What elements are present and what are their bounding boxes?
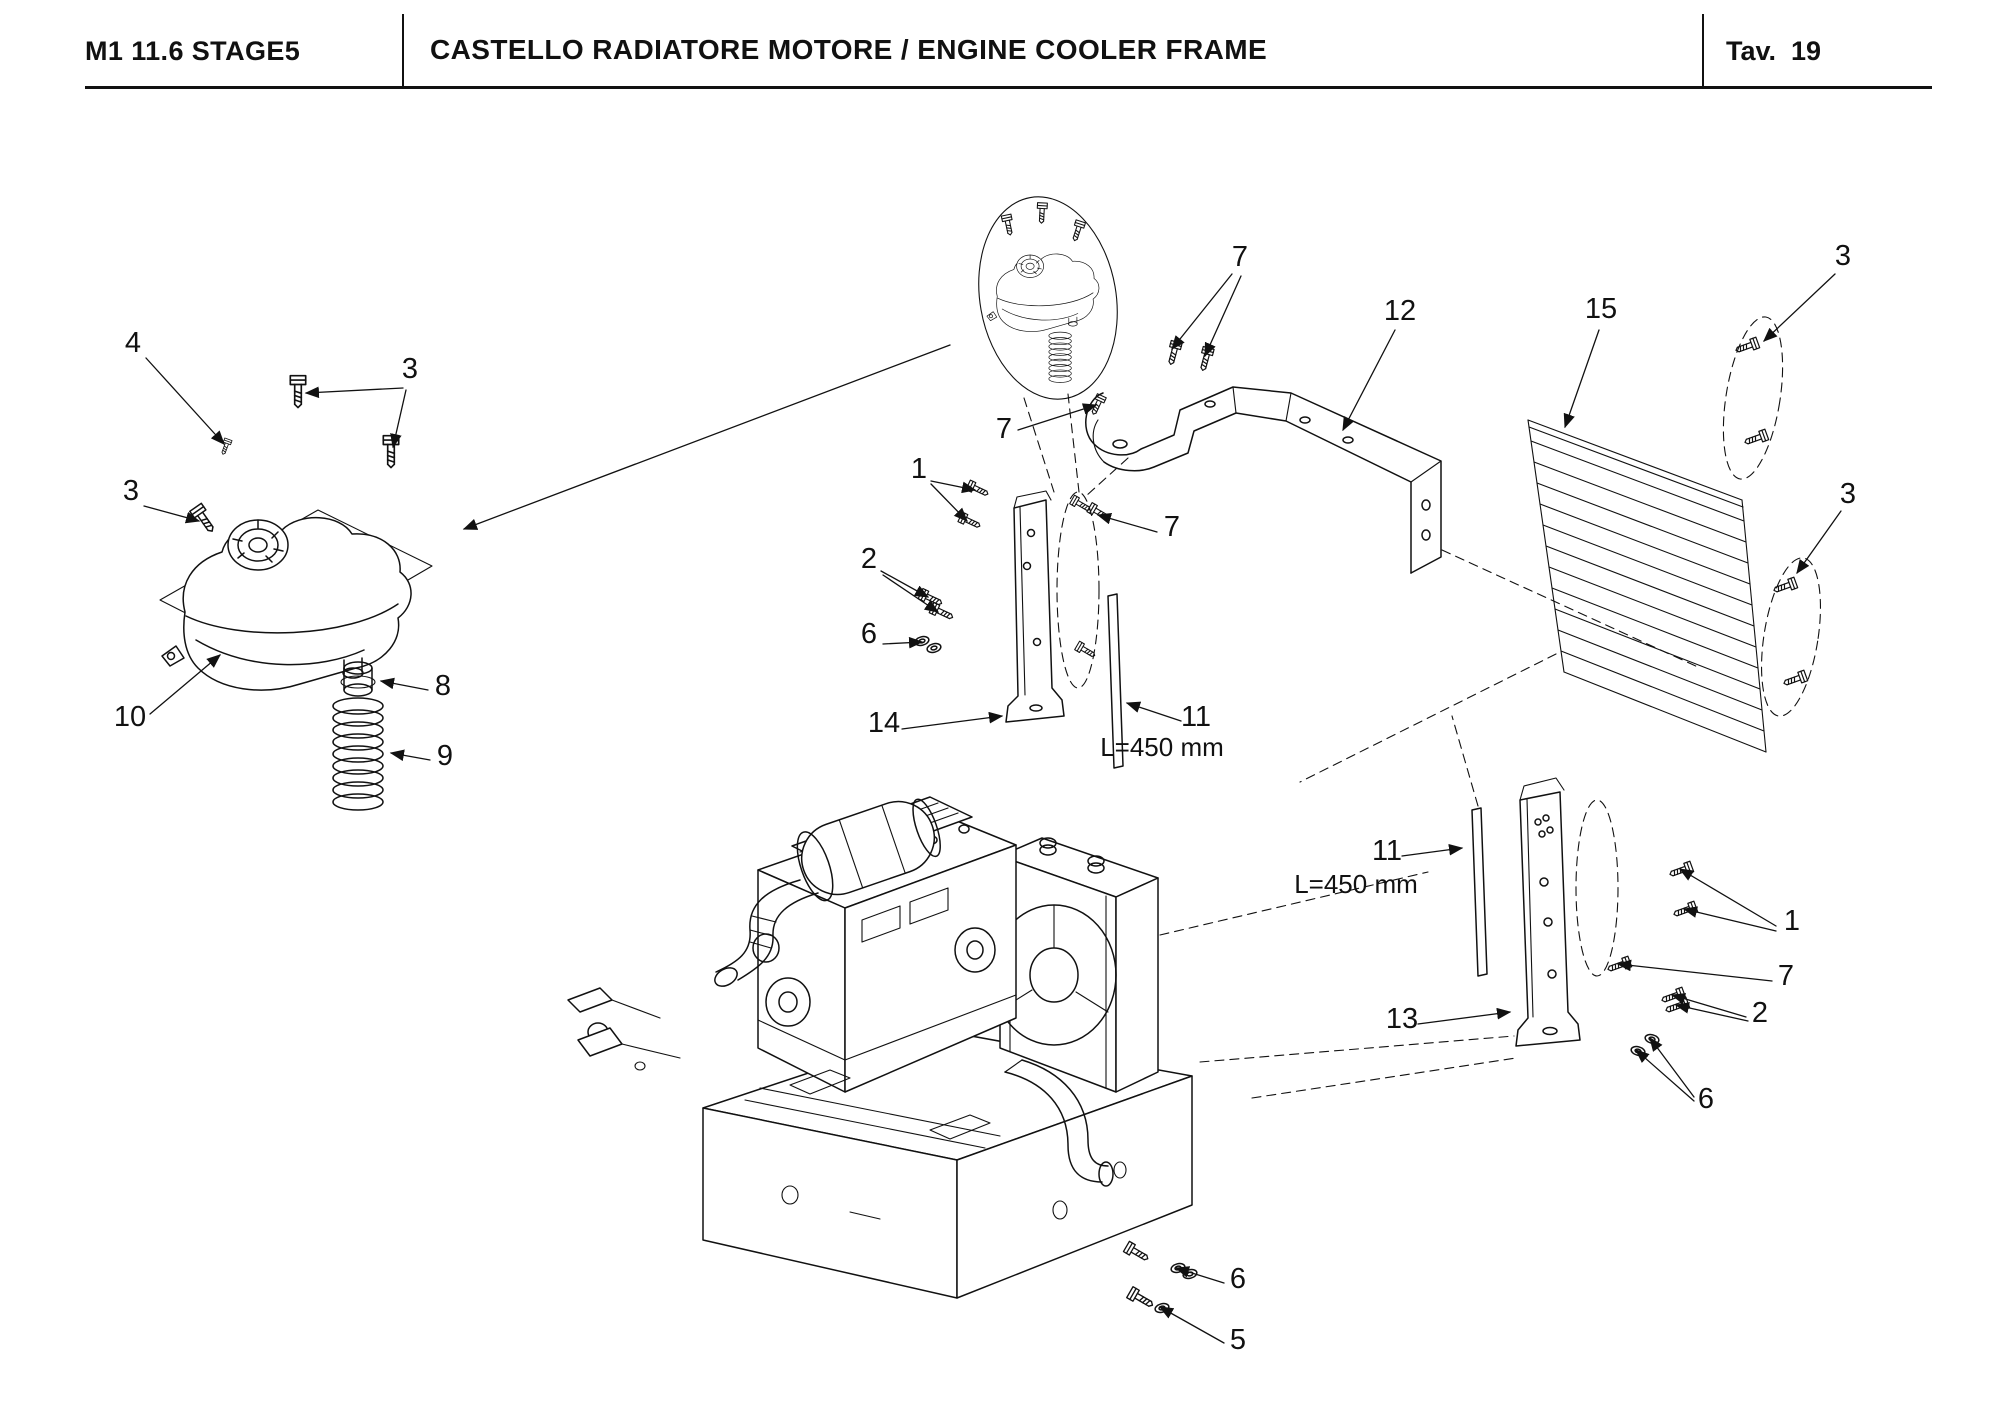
rod-length-annotation-right: L=450 mm: [1294, 869, 1418, 899]
header-rule: [85, 86, 1932, 89]
callout-11a: 11: [1181, 701, 1211, 733]
construction-lines: [1023, 393, 1701, 1099]
header-divider-right: [1702, 14, 1704, 88]
callout-1b: 1: [1784, 905, 1800, 937]
expansion-tank-mini: [986, 253, 1100, 332]
callout-6c: 6: [1230, 1263, 1246, 1295]
callout-11b: 11: [1372, 835, 1402, 867]
callout-4: 4: [125, 327, 141, 359]
detail-reference-arrow: [462, 344, 951, 530]
callout-1a: 1: [911, 453, 927, 485]
bracket-13: [1515, 777, 1699, 1058]
callout-labels: 4 3 3 10 8 9 7 7 12 15 3 3 1 7 2 6 14 11…: [114, 240, 1856, 1356]
callout-5: 5: [1230, 1324, 1246, 1356]
callout-14: 14: [868, 707, 900, 739]
bolt-7b: [1196, 345, 1215, 373]
callout-9: 9: [437, 740, 453, 772]
bolt-3b: [382, 434, 400, 469]
washer-6b: [925, 641, 943, 655]
screw-2d: [1663, 996, 1691, 1017]
callout-7a: 7: [996, 413, 1012, 445]
callout-7c: 7: [1164, 511, 1180, 543]
inset-detail-bubble: [462, 196, 1118, 530]
callout-10: 10: [114, 701, 146, 733]
rod-length-annotation-left: L=450 mm: [1100, 732, 1224, 762]
bottom-fasteners: [1122, 1240, 1199, 1315]
callout-3b: 3: [123, 475, 139, 507]
screw-2b: [928, 601, 956, 624]
bracket-12: [1085, 339, 1442, 574]
tie-rod-11-left: [1107, 593, 1124, 769]
fastener-group-3-upper: [1722, 316, 1784, 480]
callout-8: 8: [435, 670, 451, 702]
bolt-1d: [1671, 900, 1699, 921]
bolt-3a: [289, 374, 307, 409]
table-number: Tav. 19: [1726, 36, 1822, 66]
leader-lines: [143, 273, 1842, 1344]
spring-9: [332, 697, 384, 811]
header-divider-left: [402, 14, 404, 88]
washer-6a: [913, 634, 931, 648]
cooler-fin-panel-15: [1527, 419, 1767, 753]
detail-ellipse: [978, 196, 1118, 400]
engine-assembly: [567, 796, 1193, 1299]
callout-2a: 2: [861, 543, 877, 575]
expansion-tank: [161, 516, 412, 691]
callout-15: 15: [1585, 293, 1617, 325]
screw-2c: [1659, 986, 1687, 1007]
washer-6c: [1643, 1032, 1661, 1046]
bolt-mini-c: [1069, 219, 1086, 243]
intake-hose: [714, 879, 819, 987]
model-label: M1 11.6 STAGE5: [85, 36, 301, 66]
bracket-14: [913, 479, 1112, 723]
bushing-8: [340, 661, 376, 697]
engine-left-details: [567, 987, 681, 1071]
radiator: [991, 837, 1159, 1093]
bolt-7a: [1164, 339, 1183, 367]
bolt-7-detail: [1088, 393, 1107, 417]
fastener-group-3-lower: [1760, 557, 1822, 717]
spring-mini: [1048, 331, 1072, 383]
tie-rod-11-right: [1471, 807, 1488, 977]
callout-3a: 3: [402, 353, 418, 385]
callout-6a: 6: [861, 618, 877, 650]
callout-2b: 2: [1752, 997, 1768, 1029]
callout-12: 12: [1384, 295, 1416, 327]
bolt-mini-a: [1000, 213, 1016, 237]
bolt-5: [1126, 1286, 1157, 1312]
callout-7b: 7: [1232, 241, 1248, 273]
bolt-1c: [1667, 860, 1695, 881]
bolt-6-upper: [1122, 1240, 1152, 1265]
expansion-tank-detail: [159, 374, 433, 811]
callout-7d: 7: [1778, 960, 1794, 992]
callout-3d: 3: [1840, 478, 1856, 510]
bolt-mini-b: [1035, 202, 1048, 224]
callout-6b: 6: [1698, 1083, 1714, 1115]
air-filter: [796, 798, 941, 902]
exhaust-pipe: [1004, 1059, 1114, 1187]
page-title: CASTELLO RADIATORE MOTORE / ENGINE COOLE…: [430, 34, 1268, 65]
callout-3c: 3: [1835, 240, 1851, 272]
callout-13: 13: [1386, 1003, 1418, 1035]
